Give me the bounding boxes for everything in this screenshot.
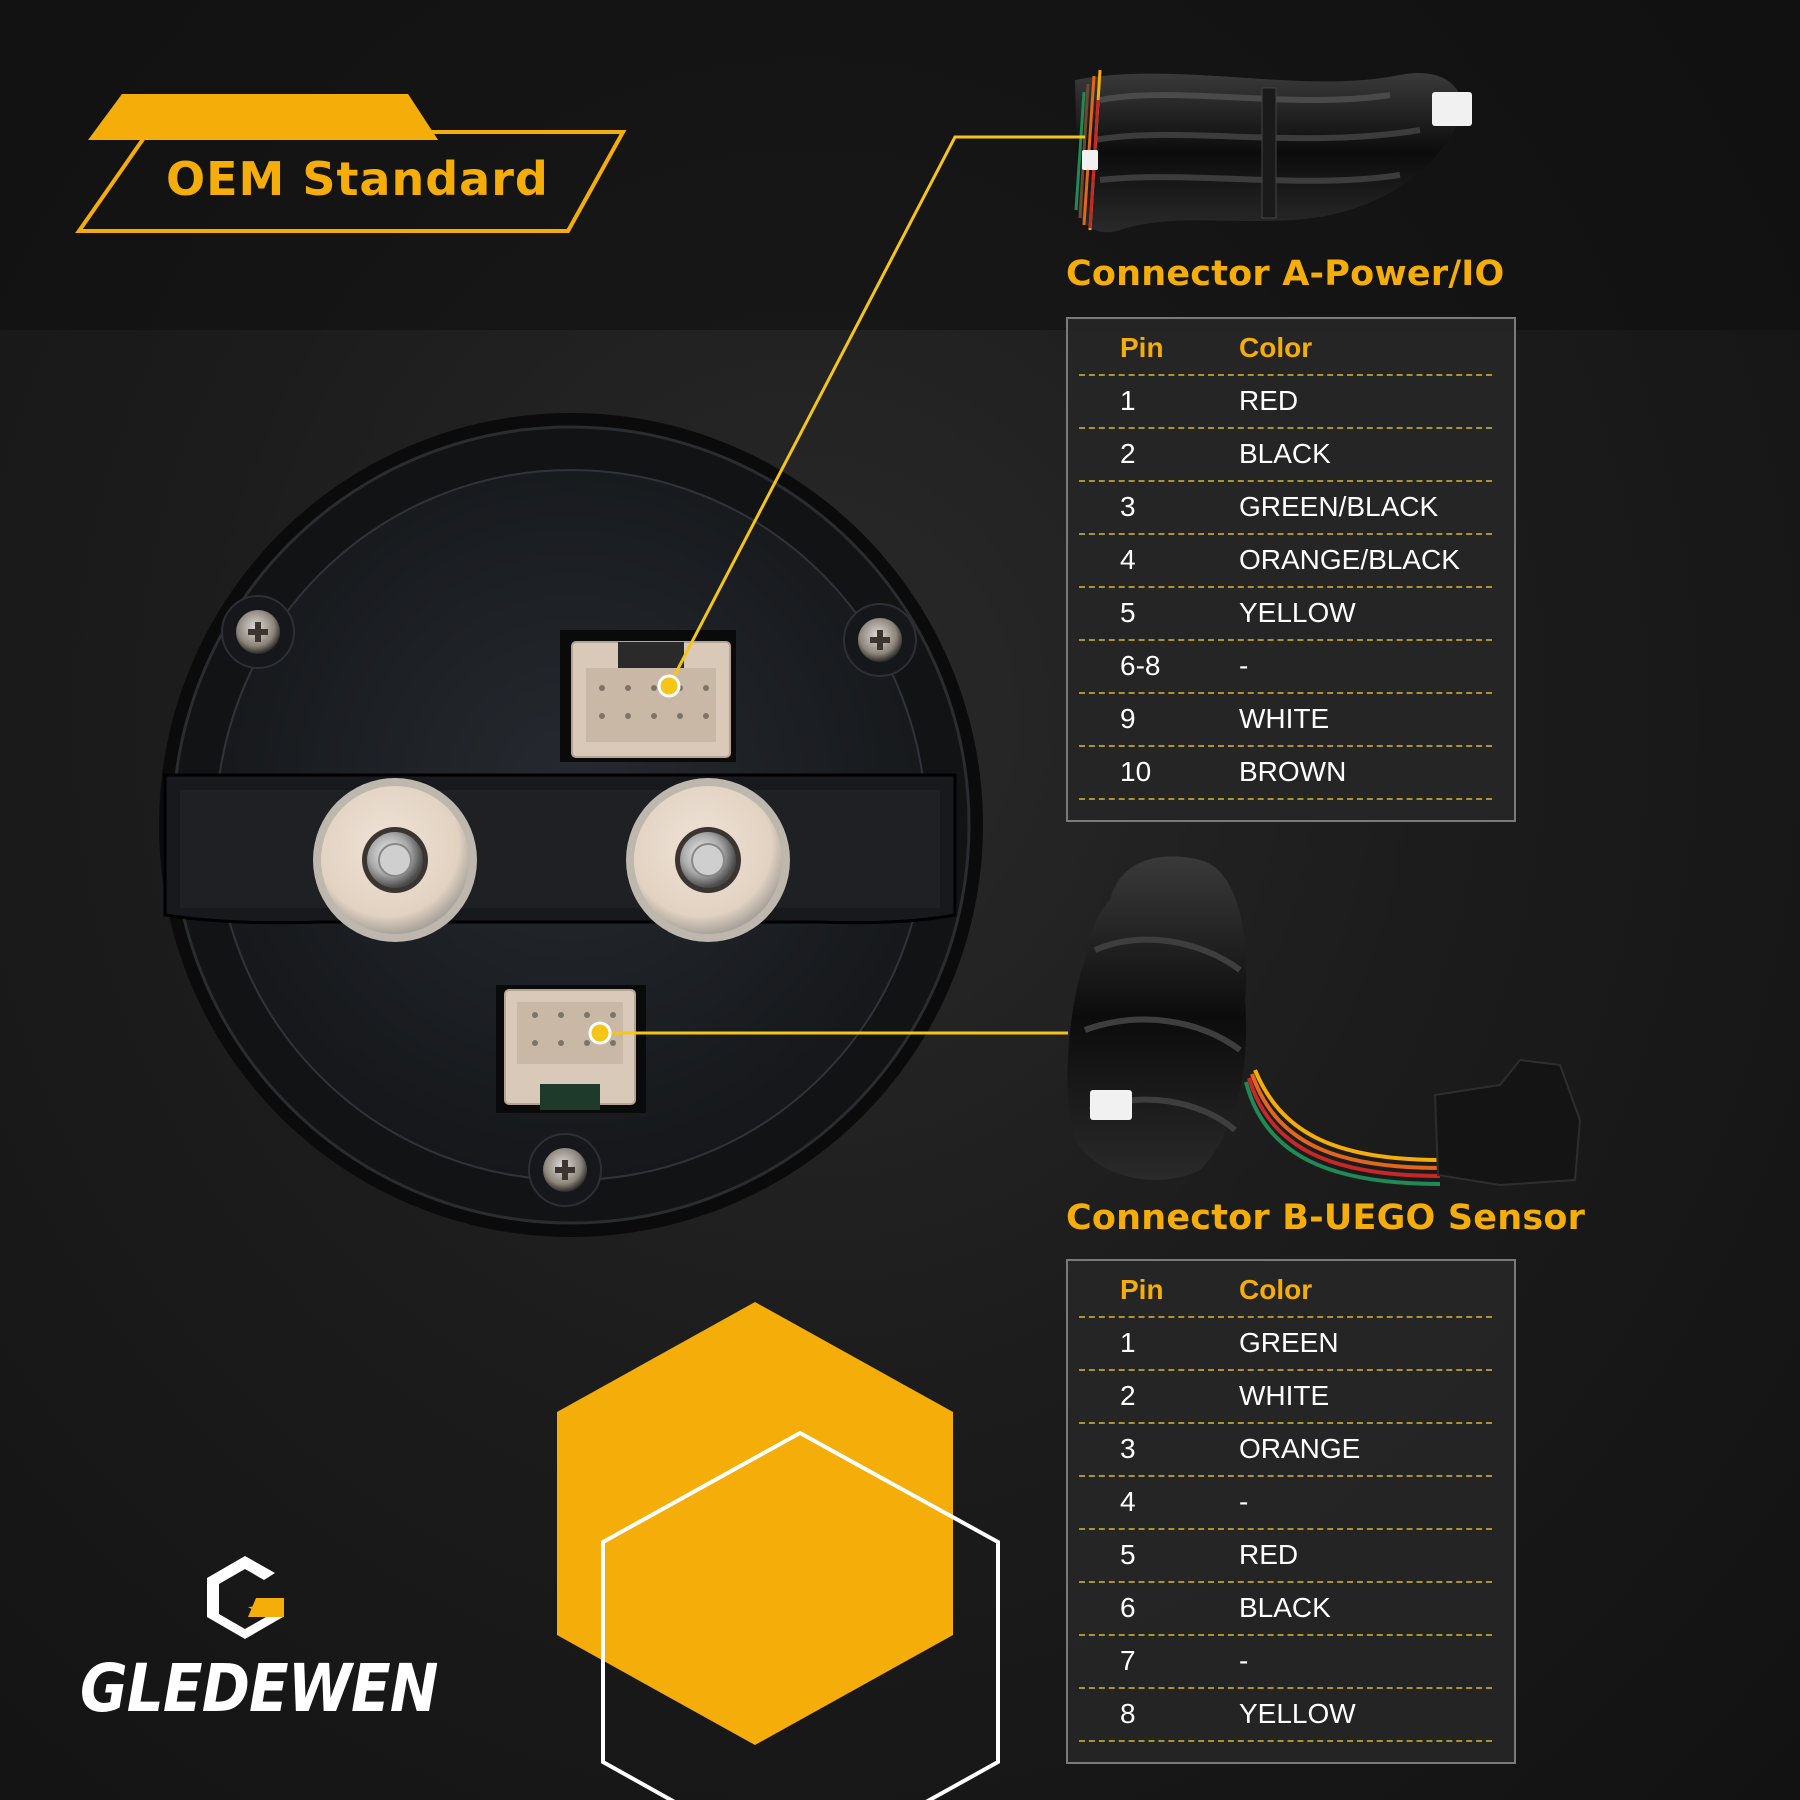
color-column-header: Color: [1239, 332, 1313, 363]
wire-color: RED: [1239, 385, 1299, 416]
screw-icon: [543, 1148, 587, 1192]
screw-icon: [858, 618, 902, 662]
color-column-header: Color: [1239, 1274, 1313, 1305]
wire-color: -: [1239, 1486, 1249, 1517]
connector-a-pin-table: Pin Color 1 RED 2 BLACK 3 GREEN/BLACK 4 ORAN…: [1066, 317, 1516, 822]
table-header-row: Pin Color: [1079, 319, 1492, 376]
wire-color: BLACK: [1239, 438, 1331, 469]
table-row: 8 YELLOW: [1079, 1689, 1492, 1742]
decorative-hexagons: [557, 1302, 1000, 1800]
table-row: 7-: [1079, 1636, 1492, 1689]
table-row: 5 YELLOW: [1079, 588, 1492, 641]
pin-number: 3: [1120, 1433, 1136, 1464]
pin-number: 3: [1120, 491, 1136, 522]
wire-color: YELLOW: [1239, 597, 1356, 628]
wire-color: BLACK: [1239, 1592, 1331, 1623]
table-row: 6 BLACK: [1079, 1583, 1492, 1636]
wire-color: GREEN/BLACK: [1239, 491, 1439, 522]
connector-a-title: Connector A-Power/IO: [1066, 254, 1505, 294]
pin-number: 4: [1120, 544, 1136, 575]
cable-harness-b: [1067, 856, 1582, 1187]
pin-number: 2: [1120, 438, 1136, 469]
oem-standard-badge: OEM Standard: [166, 152, 549, 206]
table-row: 4-: [1079, 1477, 1492, 1530]
pin-number: 7: [1120, 1645, 1136, 1676]
wire-color: ORANGE/BLACK: [1239, 544, 1460, 575]
wire-color: -: [1239, 1645, 1249, 1676]
pin-number: 6: [1120, 1592, 1136, 1623]
table-row: 4 ORANGE/BLACK: [1079, 535, 1492, 588]
connector-a-socket: [560, 630, 736, 762]
gauge-back: [159, 413, 983, 1237]
wire-color: YELLOW: [1239, 1698, 1356, 1729]
pin-column-header: Pin: [1120, 332, 1164, 363]
pin-number: 2: [1120, 1380, 1136, 1411]
table-row: 1 GREEN: [1079, 1318, 1492, 1371]
pin-number: 5: [1120, 597, 1136, 628]
hexagon-g-logo-icon: [207, 1556, 284, 1639]
mounting-knob-left: [313, 778, 477, 942]
wire-color: RED: [1239, 1539, 1299, 1570]
pin-number: 1: [1120, 1327, 1136, 1358]
callout-line-b: [588, 1021, 1068, 1045]
mounting-knob-right: [626, 778, 790, 942]
wire-color: -: [1239, 650, 1249, 681]
pin-number: 10: [1120, 756, 1152, 787]
pin-number: 1: [1120, 385, 1136, 416]
table-row: 3 ORANGE: [1079, 1424, 1492, 1477]
wire-color: BROWN: [1239, 756, 1347, 787]
pin-number: 9: [1120, 703, 1136, 734]
pin-number: 6-8: [1120, 650, 1161, 681]
screw-icon: [236, 610, 280, 654]
pin-column-header: Pin: [1120, 1274, 1164, 1305]
table-row: 6-8 -: [1079, 641, 1492, 694]
table-header-row: Pin Color: [1079, 1261, 1492, 1318]
pin-number: 5: [1120, 1539, 1136, 1570]
brand-wordmark: GLEDEWEN: [80, 1650, 438, 1727]
cable-harness-a: [1074, 69, 1472, 233]
callout-line-a: [657, 135, 1085, 698]
table-row: 5 RED: [1079, 1530, 1492, 1583]
table-row: 9 WHITE: [1079, 694, 1492, 747]
wire-color: WHITE: [1239, 703, 1330, 734]
pin-number: 4: [1120, 1486, 1136, 1517]
table-row: 2 BLACK: [1079, 429, 1492, 482]
connector-b-title: Connector B-UEGO Sensor: [1066, 1198, 1586, 1238]
table-row: 1 RED: [1079, 376, 1492, 429]
table-row: 10 BROWN: [1079, 747, 1492, 800]
wire-color: GREEN: [1239, 1327, 1339, 1358]
table-row: 3 GREEN/BLACK: [1079, 482, 1492, 535]
wire-color: ORANGE: [1239, 1433, 1361, 1464]
connector-b-socket: [496, 985, 646, 1113]
table-row: 2 WHITE: [1079, 1371, 1492, 1424]
wire-color: WHITE: [1239, 1380, 1330, 1411]
pin-number: 8: [1120, 1698, 1136, 1729]
oem-badge-frame: [75, 94, 627, 233]
